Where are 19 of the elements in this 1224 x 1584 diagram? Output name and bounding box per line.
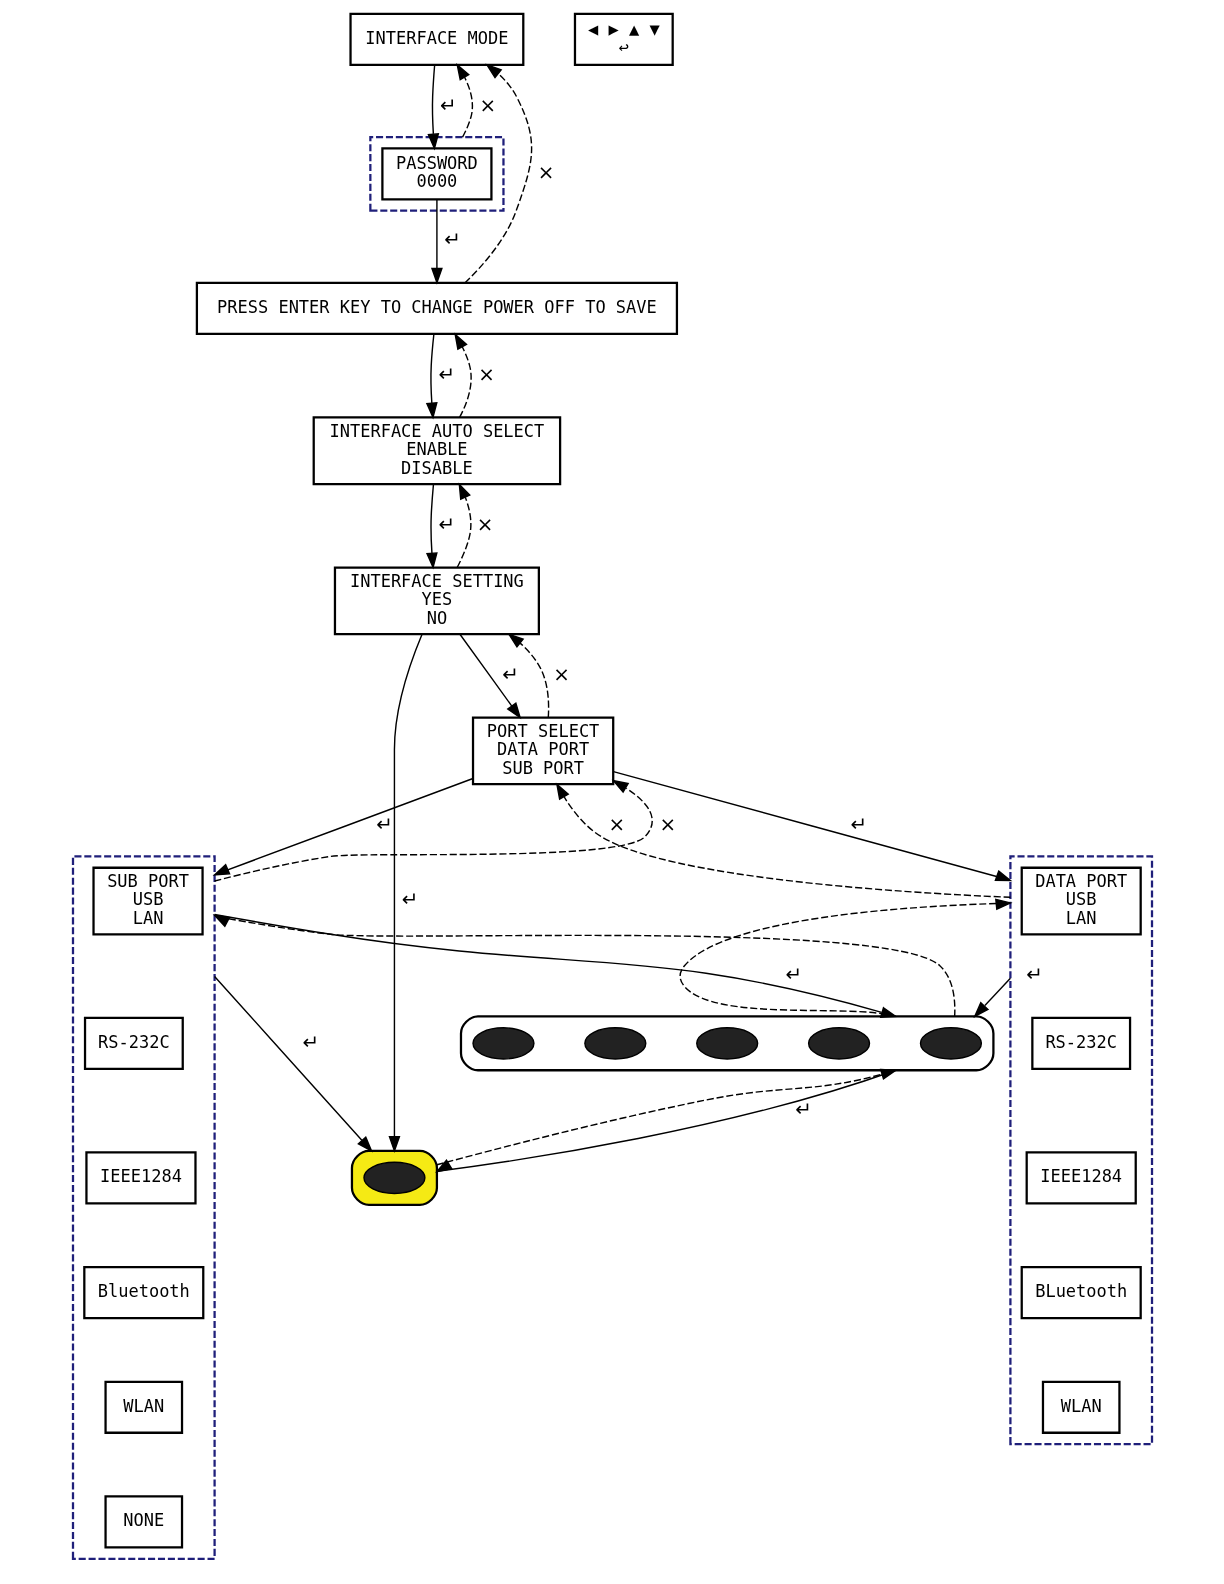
edge-label: ×: [607, 813, 625, 837]
edge-label: ↵: [438, 362, 455, 386]
edge-label: ×: [479, 93, 496, 117]
edge-label: ↵: [501, 663, 519, 687]
edge-label: ×: [552, 663, 570, 687]
edge-label: ↵: [850, 813, 867, 837]
edge-label: ↵: [794, 1097, 812, 1121]
edge-label: ↵: [439, 93, 457, 117]
edge-label: ↵: [375, 813, 393, 837]
edge-label: ↵: [784, 963, 802, 987]
edge-label: ×: [477, 362, 495, 386]
edge-label: ↵: [443, 228, 461, 252]
edge-label: ×: [476, 513, 493, 537]
edge-label: ↵: [438, 513, 455, 537]
edge-label: ↵: [401, 888, 418, 912]
edge-label: ↵: [1025, 963, 1043, 987]
edge-label: ×: [537, 161, 554, 185]
edge-label: ↵: [302, 1030, 319, 1054]
edge-label: ×: [658, 813, 676, 837]
